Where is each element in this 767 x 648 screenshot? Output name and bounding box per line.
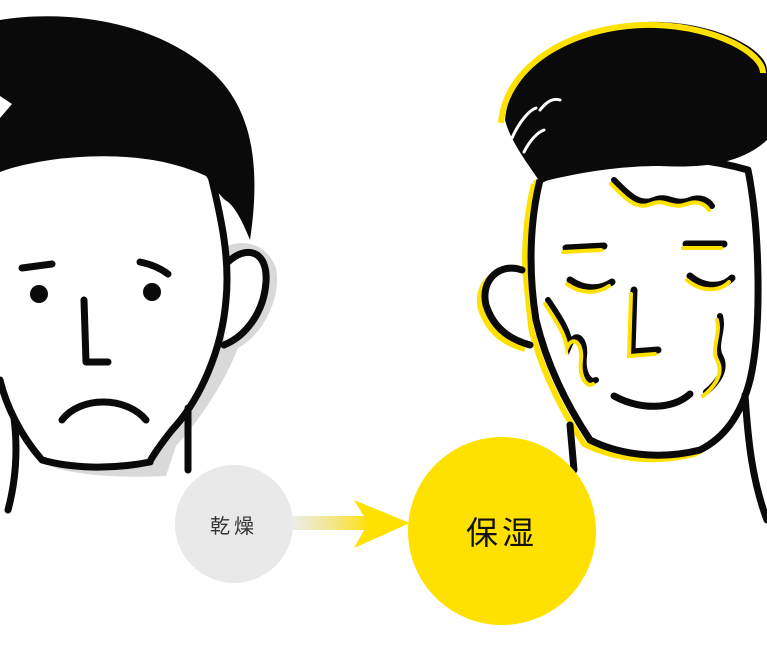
moist-face-mouth [610, 390, 694, 410]
moist-face-hair [505, 21, 767, 182]
moist-face-neck [566, 391, 767, 524]
moist-face-forehead-wrinkle-accent [609, 182, 711, 212]
dry-face-eye-left [30, 285, 48, 303]
moist-face-cheek-wrinkles-accent [543, 302, 722, 398]
dry-face-ear [220, 249, 270, 349]
moist-face-eye-left [566, 276, 616, 292]
moist-face-illustration [476, 21, 767, 524]
moist-face-nose [628, 286, 662, 356]
dry-face-illustration [0, 16, 278, 514]
moist-badge [408, 437, 596, 625]
moist-label: 保湿 [465, 514, 538, 552]
moist-face-nose-accent [626, 292, 657, 359]
dry-label: 乾燥 [210, 513, 258, 538]
dry-face-brow-right [136, 258, 172, 278]
moist-face-eyes-accent [565, 278, 731, 294]
dry-badge [175, 465, 293, 583]
dry-face-hair-spike [0, 96, 12, 118]
moist-face-forehead-wrinkle [611, 177, 715, 209]
dry-face-mouth [58, 398, 150, 424]
moist-face-hair-strands [510, 97, 562, 154]
dry-face-hair [0, 16, 255, 240]
dry-face-nose [80, 296, 112, 366]
moist-face-ear [481, 264, 534, 349]
dry-face-neck [4, 404, 192, 514]
moist-face-brow-left [562, 242, 608, 252]
moist-face-hair-accent [498, 21, 766, 124]
dry-face-eye-right [143, 283, 161, 301]
dry-face-brow-left [18, 260, 56, 272]
arrow-right-icon [292, 500, 410, 548]
moist-face-brows-accent [561, 246, 723, 254]
